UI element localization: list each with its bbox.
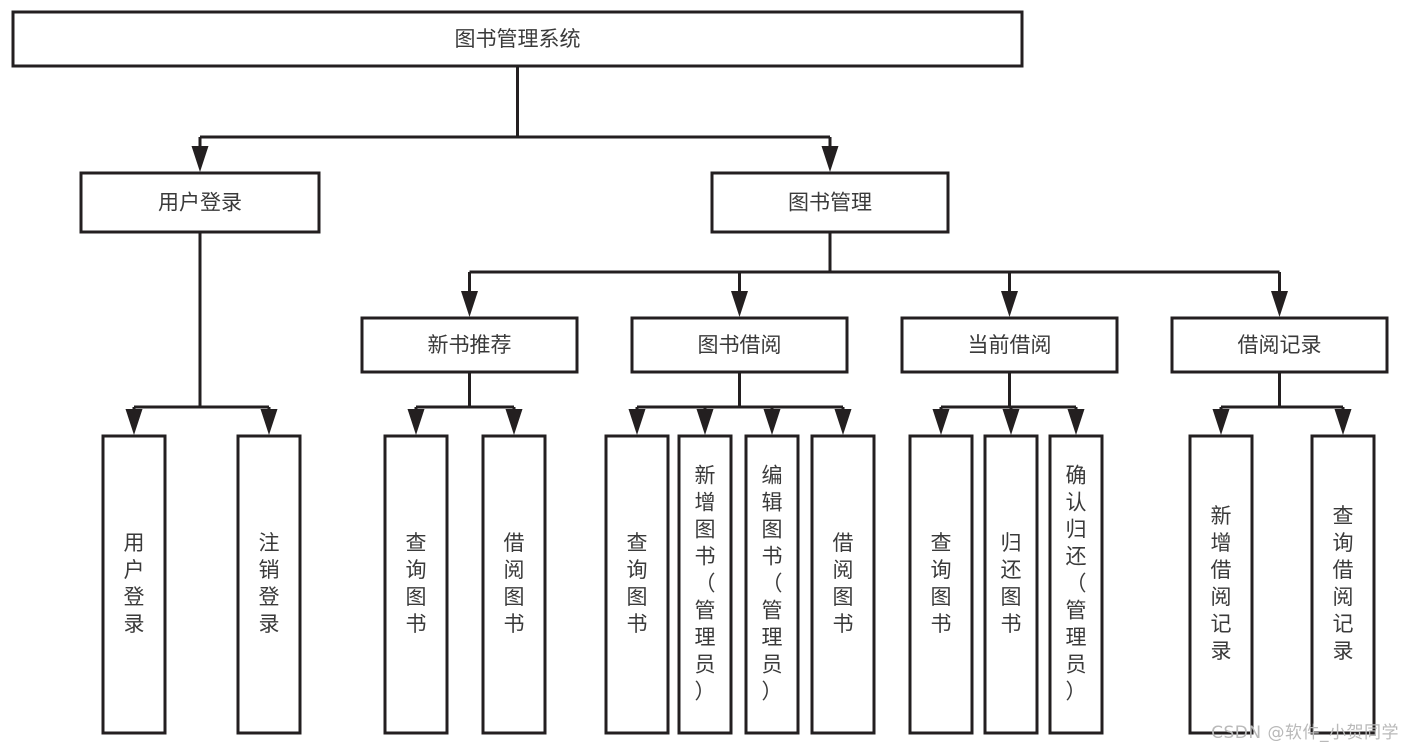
node-box[interactable] <box>79 171 321 234</box>
node-box[interactable] <box>744 434 800 735</box>
node-box[interactable] <box>1188 434 1254 735</box>
node-box[interactable] <box>101 434 167 735</box>
node-user-login[interactable]: 用户登录 <box>79 171 321 234</box>
node-box[interactable] <box>11 10 1024 68</box>
node-box[interactable] <box>677 434 733 735</box>
node-box[interactable] <box>360 316 579 374</box>
node-leaf-query-record[interactable]: 查询借阅记录 <box>1310 434 1376 735</box>
arrow-head-icon <box>763 409 781 435</box>
node-label: 借阅图书 <box>504 531 525 636</box>
arrow-head-icon <box>1271 291 1288 317</box>
node-leaf-query-book-rec[interactable]: 查询图书 <box>383 434 449 735</box>
watermark: CSDN @软件_小贺同学 <box>1211 723 1399 743</box>
node-label: 编辑图书（管理员） <box>762 464 783 704</box>
node-box[interactable] <box>810 434 876 735</box>
node-label: 新书推荐 <box>428 333 512 357</box>
node-leaf-query-book-borrow[interactable]: 查询图书 <box>604 434 670 735</box>
arrow-head-icon <box>1001 291 1018 317</box>
node-leaf-query-book-cur[interactable]: 查询图书 <box>908 434 974 735</box>
connector-group-book-manage <box>461 232 1288 317</box>
connector-group-book-borrow <box>628 372 852 435</box>
arrow-head-icon <box>731 291 748 317</box>
node-label: 查询借阅记录 <box>1333 504 1354 663</box>
node-box[interactable] <box>481 434 547 735</box>
connectors-layer <box>125 66 1352 435</box>
arrow-head-icon <box>696 409 714 435</box>
node-label: 注销登录 <box>259 531 280 636</box>
node-leaf-edit-book[interactable]: 编辑图书（管理员） <box>744 434 800 735</box>
node-label: 借阅记录 <box>1238 333 1322 357</box>
node-label: 查询图书 <box>406 531 427 636</box>
node-book-manage[interactable]: 图书管理 <box>710 171 950 234</box>
node-box[interactable] <box>383 434 449 735</box>
connector-group-borrow-record <box>1212 372 1352 435</box>
node-label: 归还图书 <box>1001 531 1022 636</box>
connector-group-user-login <box>125 232 278 435</box>
node-box[interactable] <box>983 434 1039 735</box>
arrow-head-icon <box>505 409 523 435</box>
nodes-layer: 图书管理系统用户登录图书管理新书推荐图书借阅当前借阅借阅记录用户登录注销登录查询… <box>11 10 1389 735</box>
connector-group-root <box>191 66 839 172</box>
node-box[interactable] <box>1048 434 1104 735</box>
node-box[interactable] <box>236 434 302 735</box>
node-borrow-record[interactable]: 借阅记录 <box>1170 316 1389 374</box>
arrow-head-icon <box>1334 409 1352 435</box>
node-box[interactable] <box>710 171 950 234</box>
arrow-head-icon <box>834 409 852 435</box>
arrow-head-icon <box>1212 409 1230 435</box>
node-label: 图书管理 <box>788 191 872 215</box>
node-label: 确认归还（管理员） <box>1066 464 1087 704</box>
arrow-head-icon <box>125 409 143 435</box>
arrow-head-icon <box>932 409 950 435</box>
arrow-head-icon <box>191 146 209 172</box>
node-box[interactable] <box>908 434 974 735</box>
node-box[interactable] <box>1310 434 1376 735</box>
node-leaf-borrow-book-rec[interactable]: 借阅图书 <box>481 434 547 735</box>
node-label: 借阅图书 <box>833 531 854 636</box>
node-leaf-user-login[interactable]: 用户登录 <box>101 434 167 735</box>
node-label: 用户登录 <box>158 191 242 215</box>
arrow-head-icon <box>461 291 478 317</box>
node-box[interactable] <box>1170 316 1389 374</box>
arrow-head-icon <box>821 146 839 172</box>
node-label: 查询图书 <box>627 531 648 636</box>
node-leaf-logout[interactable]: 注销登录 <box>236 434 302 735</box>
node-box[interactable] <box>900 316 1119 374</box>
node-new-book-recommend[interactable]: 新书推荐 <box>360 316 579 374</box>
node-leaf-add-record[interactable]: 新增借阅记录 <box>1188 434 1254 735</box>
arrow-head-icon <box>1002 409 1020 435</box>
node-current-borrow[interactable]: 当前借阅 <box>900 316 1119 374</box>
arrow-head-icon <box>1067 409 1085 435</box>
node-label: 图书管理系统 <box>455 27 581 51</box>
arrow-head-icon <box>260 409 278 435</box>
node-label: 新增图书（管理员） <box>695 464 716 704</box>
arrow-head-icon <box>407 409 425 435</box>
node-box[interactable] <box>630 316 849 374</box>
node-box[interactable] <box>604 434 670 735</box>
node-book-borrow[interactable]: 图书借阅 <box>630 316 849 374</box>
node-root[interactable]: 图书管理系统 <box>11 10 1024 68</box>
node-leaf-add-book[interactable]: 新增图书（管理员） <box>677 434 733 735</box>
node-label: 新增借阅记录 <box>1211 504 1232 663</box>
connector-group-current-borrow <box>932 372 1085 435</box>
node-label: 图书借阅 <box>698 333 782 357</box>
node-leaf-borrow-book[interactable]: 借阅图书 <box>810 434 876 735</box>
node-leaf-return-book[interactable]: 归还图书 <box>983 434 1039 735</box>
node-leaf-confirm-return[interactable]: 确认归还（管理员） <box>1048 434 1104 735</box>
node-label: 当前借阅 <box>968 333 1052 357</box>
node-label: 用户登录 <box>124 531 145 636</box>
node-label: 查询图书 <box>931 531 952 636</box>
arrow-head-icon <box>628 409 646 435</box>
connector-group-new-book-recommend <box>407 372 523 435</box>
